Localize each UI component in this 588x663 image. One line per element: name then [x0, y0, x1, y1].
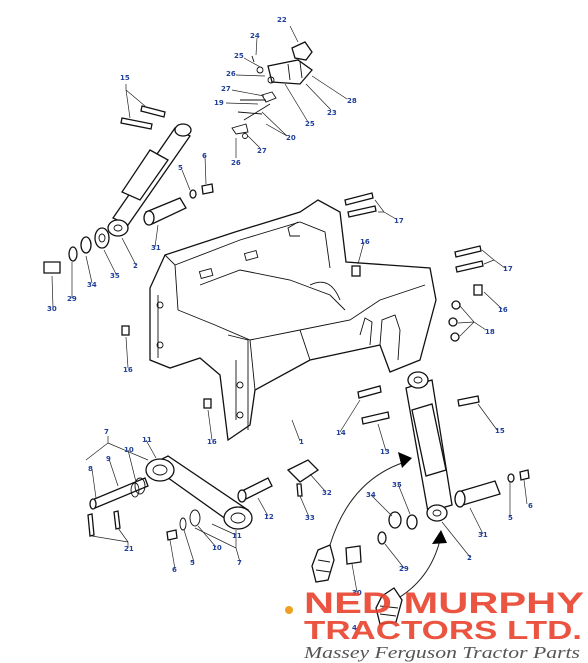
label-26: 26	[226, 70, 236, 78]
lower-link-assembly	[87, 455, 320, 541]
label-1: 1	[299, 438, 304, 446]
label-35: 35	[110, 272, 120, 280]
label-16: 16	[360, 238, 370, 246]
label-26b: 26	[231, 159, 241, 167]
top-bracket-assembly	[231, 41, 313, 139]
label-29: 29	[67, 295, 77, 303]
label-25: 25	[234, 52, 244, 60]
label-23: 23	[327, 109, 337, 117]
label-12: 12	[264, 513, 274, 521]
brand-name: NED MURPHY	[304, 587, 584, 620]
label-6c: 6	[172, 566, 177, 574]
label-10b: 10	[212, 544, 222, 552]
label-9: 9	[106, 455, 111, 463]
right-cylinder	[345, 371, 530, 565]
label-29b: 29	[399, 565, 409, 573]
label-5: 5	[178, 164, 183, 172]
label-11: 11	[142, 436, 152, 444]
label-27: 27	[221, 85, 231, 93]
label-4: 4	[352, 624, 357, 632]
label-15: 15	[120, 74, 130, 82]
label-33: 33	[305, 514, 315, 522]
label-17b: 17	[503, 265, 513, 273]
label-6: 6	[202, 152, 207, 160]
label-2b: 2	[467, 554, 472, 562]
label-34: 34	[87, 281, 97, 289]
label-16d: 16	[207, 438, 217, 446]
label-17: 17	[394, 217, 404, 225]
label-18: 18	[485, 328, 495, 336]
label-5c: 5	[190, 559, 195, 567]
brand-watermark: NED MURPHY TRACTORS LTD. Massey Ferguson…	[285, 587, 584, 662]
label-16c: 16	[123, 366, 133, 374]
label-30b: 30	[352, 589, 362, 597]
label-16b: 16	[498, 306, 508, 314]
label-19: 19	[214, 99, 224, 107]
right-hardware	[121, 192, 484, 409]
label-32: 32	[322, 489, 332, 497]
label-22: 22	[277, 16, 287, 24]
label-31: 31	[151, 244, 161, 252]
label-13: 13	[380, 448, 390, 456]
main-frame	[149, 199, 437, 442]
label-14: 14	[336, 429, 346, 437]
assembly-arrows	[311, 452, 447, 625]
label-8: 8	[88, 465, 93, 473]
label-24: 24	[250, 32, 260, 40]
label-10: 10	[124, 446, 134, 454]
label-27b: 27	[257, 147, 267, 155]
label-21: 21	[124, 545, 134, 553]
label-7b: 7	[237, 559, 242, 567]
label-25b: 25	[305, 120, 315, 128]
label-6b: 6	[528, 502, 533, 510]
label-7: 7	[104, 428, 109, 436]
brand-tagline: Massey Ferguson Tractor Parts	[303, 643, 581, 662]
label-15b: 15	[495, 427, 505, 435]
label-11b: 11	[232, 532, 242, 540]
label-34b: 34	[366, 491, 376, 499]
label-2: 2	[133, 262, 138, 270]
leader-lines	[51, 25, 528, 593]
upper-left-cylinder	[107, 123, 192, 237]
label-5b: 5	[508, 514, 513, 522]
label-31b: 31	[478, 531, 488, 539]
label-20: 20	[286, 134, 296, 142]
left-hardware	[43, 105, 214, 274]
label-28: 28	[347, 97, 357, 105]
label-30: 30	[47, 305, 57, 313]
part-number-labels: 22 24 25 26 27 19 28 23 25 20 26 27 15 6…	[47, 16, 533, 632]
brand-dot-icon	[285, 606, 293, 614]
brand-company: TRACTORS LTD.	[304, 615, 582, 645]
label-35b: 35	[392, 481, 402, 489]
